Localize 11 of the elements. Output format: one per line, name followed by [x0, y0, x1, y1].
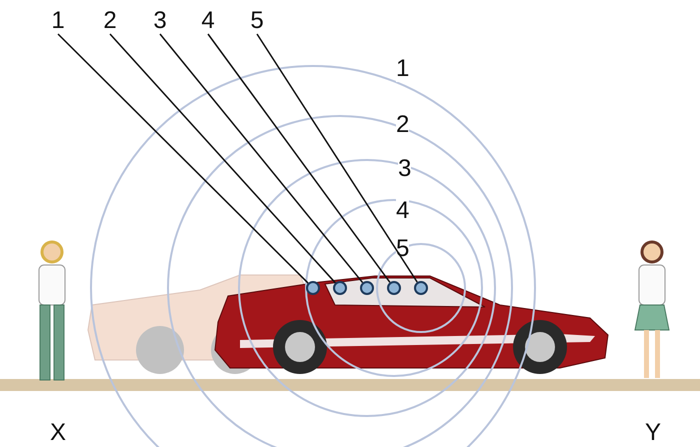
callout-number: 2 [100, 8, 120, 34]
leader-line [159, 34, 364, 284]
observer-label: X [50, 420, 66, 446]
leader-line [109, 34, 336, 284]
callout-number: 5 [247, 8, 267, 34]
observer-label: Y [645, 420, 662, 446]
callout-number: 1 [48, 8, 68, 34]
leader-line [57, 33, 309, 284]
callout-number: 4 [198, 8, 218, 34]
callout-number: 3 [150, 8, 170, 34]
leader-line [256, 34, 418, 283]
